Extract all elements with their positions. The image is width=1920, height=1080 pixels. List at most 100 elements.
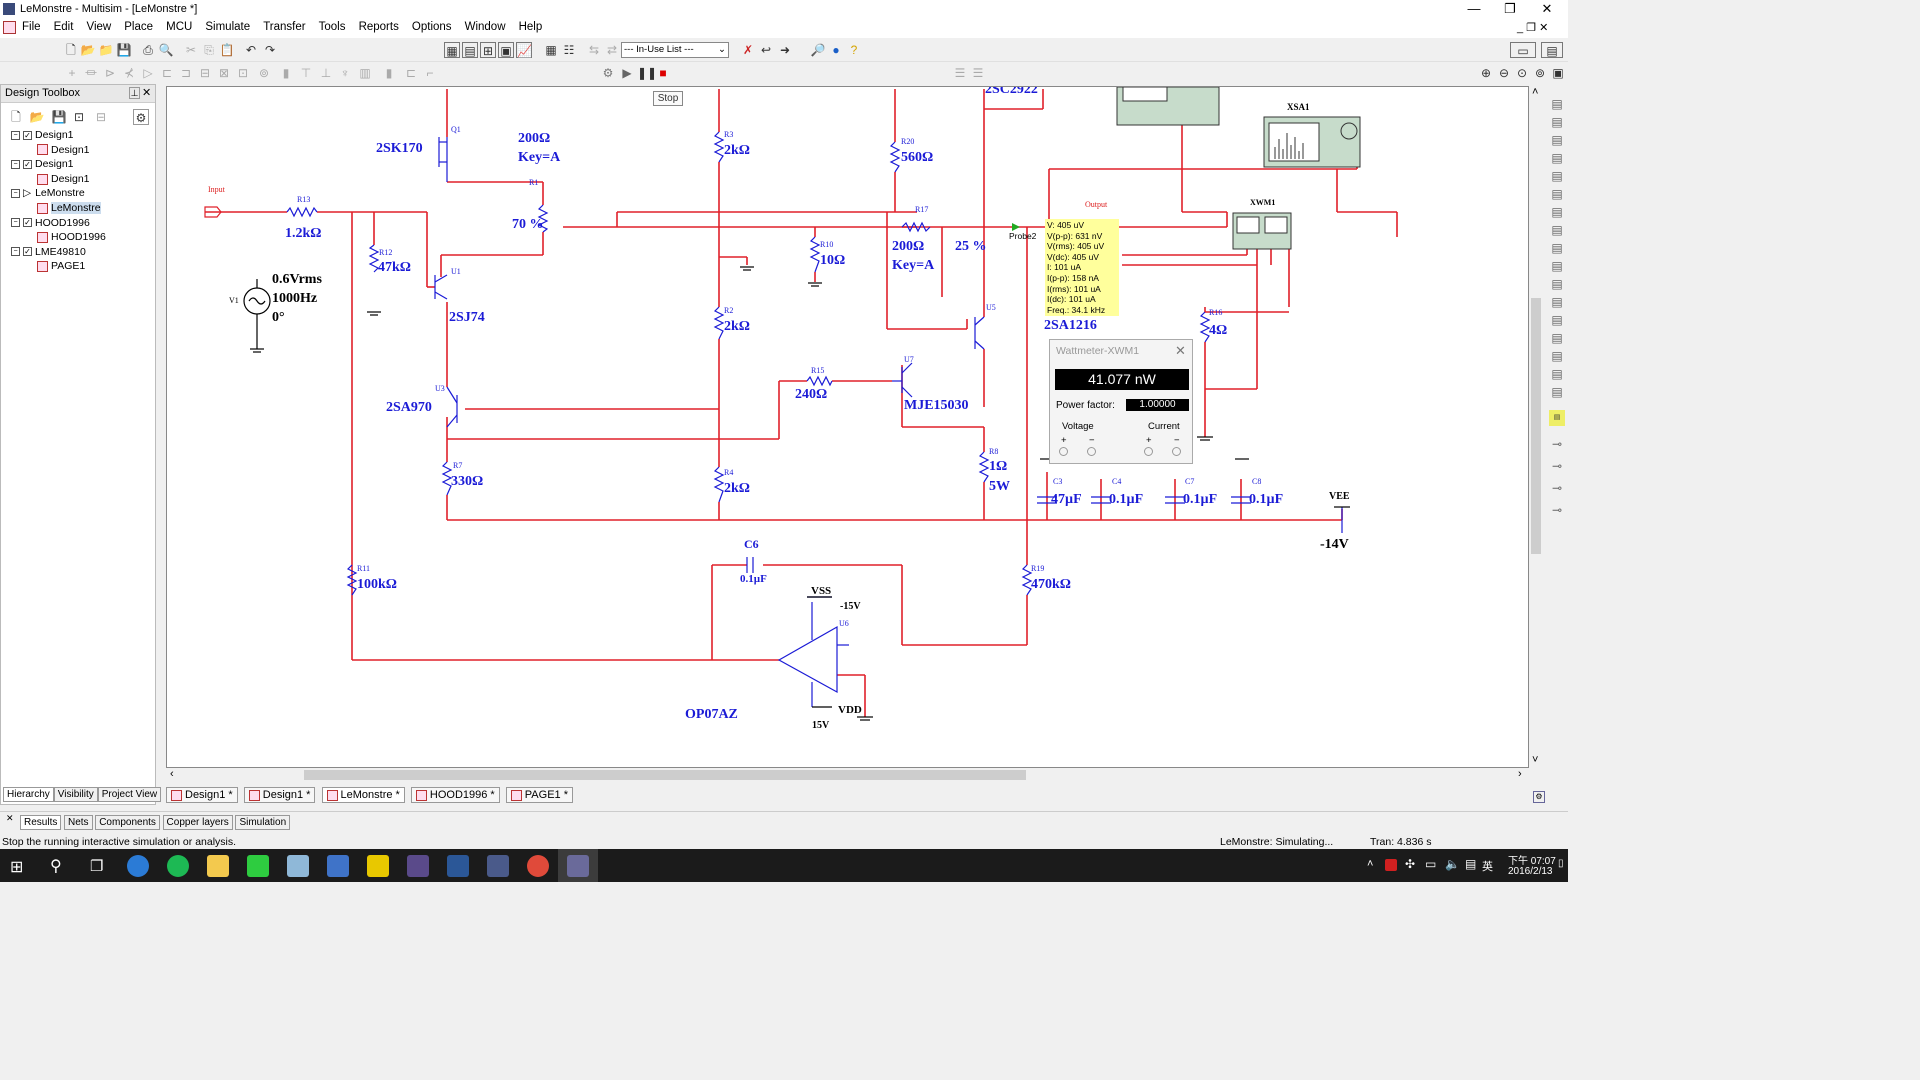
tree-item-design1-page[interactable]: Design1 [11, 144, 151, 159]
postprocessor-icon[interactable]: ▦ [545, 43, 557, 57]
task-view-icon[interactable]: ❐ [90, 858, 104, 875]
back-annotate-icon[interactable]: ⇆ [588, 43, 600, 57]
horizontal-scroll-thumb[interactable] [304, 770, 1026, 780]
open-icon[interactable]: 📂 [80, 43, 96, 57]
document-icon[interactable] [3, 21, 16, 34]
scroll-right-icon[interactable]: › [1518, 768, 1522, 780]
voltage-minus-terminal[interactable] [1087, 447, 1096, 456]
line-icon[interactable] [247, 855, 269, 877]
basic-icon[interactable]: ⏛ [84, 66, 97, 80]
zoom-sheet-icon[interactable]: ⊚ [1534, 66, 1546, 80]
open-design-icon[interactable]: 📂 [29, 110, 45, 124]
wattmeter-icon[interactable]: ▤ [1551, 133, 1563, 147]
tree-item-design1b-page[interactable]: Design1 [11, 173, 151, 188]
transistor-icon[interactable]: ⊀ [123, 66, 135, 80]
tree-item-lemonstre[interactable]: −▷LeMonstre [11, 187, 151, 202]
find-icon[interactable]: 🔎 [810, 43, 826, 57]
tab-components[interactable]: Components [95, 815, 160, 830]
simulate-settings-icon[interactable]: ⚙ [602, 66, 614, 80]
stop-icon[interactable]: ■ [659, 66, 667, 80]
help-icon[interactable]: ? [850, 43, 858, 57]
sheet-settings-icon[interactable]: ⚙ [1533, 791, 1545, 803]
current-probe-icon[interactable]: ⊸ [1551, 503, 1563, 517]
agilent-generator-icon[interactable]: ▤ [1551, 349, 1563, 363]
tree-item-design1b[interactable]: −✓Design1 [11, 158, 151, 173]
analog-icon[interactable]: ▷ [143, 66, 153, 80]
sheet-tab-design1b[interactable]: Design1 * [243, 787, 316, 803]
zoom-out-icon[interactable]: ⊖ [1498, 66, 1510, 80]
close-icon[interactable]: ✕ [142, 87, 152, 99]
save-icon[interactable]: 💾 [116, 43, 132, 57]
redo-icon[interactable]: ↷ [264, 43, 276, 57]
copy-icon[interactable]: ⎘ [204, 43, 214, 57]
pin-icon[interactable]: ⊥ [129, 87, 140, 99]
ultiboard-icon[interactable] [487, 855, 509, 877]
menu-mcu[interactable]: MCU [166, 21, 193, 33]
spectrum-analyzer-icon[interactable]: ▤ [1551, 313, 1563, 327]
show-breadboard-icon[interactable]: ▭ [1510, 42, 1536, 58]
network-analyzer-icon[interactable]: ▤ [1551, 331, 1563, 345]
erc-icon[interactable]: ☷ [563, 43, 575, 57]
grid-icon[interactable]: ▦ [444, 42, 460, 58]
ime-indicator[interactable]: 英 [1482, 861, 1493, 873]
multisim-alt-icon[interactable] [407, 855, 429, 877]
vertical-scroll-thumb[interactable] [1531, 298, 1541, 554]
volume-icon[interactable]: 🔈 [1445, 857, 1460, 871]
menu-tools[interactable]: Tools [318, 21, 346, 33]
network-icon[interactable]: ▤ [1465, 857, 1477, 871]
print-preview-icon[interactable]: 🔍 [158, 43, 174, 57]
tab-project-view[interactable]: Project View [97, 787, 162, 802]
current-minus-terminal[interactable] [1172, 447, 1181, 456]
pause-icon[interactable]: ❚❚ [637, 66, 658, 80]
close-button[interactable]: ✕ [1541, 1, 1553, 16]
new-page-icon[interactable]: ⊡ [73, 110, 85, 124]
tree-item-hood1996-page[interactable]: HOOD1996 [11, 231, 151, 246]
ni-components-icon[interactable]: ▥ [359, 66, 371, 80]
menu-place[interactable]: Place [124, 21, 154, 33]
sheet-tab-page1[interactable]: PAGE1 * [505, 787, 573, 803]
cut-icon[interactable]: ✂ [185, 43, 197, 57]
print-icon[interactable]: ⎙ [143, 43, 153, 57]
multisim-icon[interactable] [567, 855, 589, 877]
tree-item-design1[interactable]: −✓Design1 [11, 129, 151, 144]
connectors-icon[interactable]: ▮ [385, 66, 393, 80]
grapher-icon[interactable]: 📈 [516, 42, 532, 58]
menu-edit[interactable]: Edit [53, 21, 74, 33]
scroll-left-icon[interactable]: ‹ [170, 768, 174, 780]
undo-icon[interactable]: ↶ [245, 43, 257, 57]
export-icon[interactable]: ➜ [779, 43, 791, 57]
misc-icon[interactable]: ⊤ [300, 66, 312, 80]
cmos-icon[interactable]: ⊐ [180, 66, 192, 80]
qq-icon[interactable] [367, 855, 389, 877]
run-icon[interactable]: ▶ [622, 66, 632, 80]
sheet-tab-design1[interactable]: Design1 * [166, 787, 238, 803]
zoom-in-icon[interactable]: ⊕ [1480, 66, 1492, 80]
new-icon[interactable]: 🗋 [66, 43, 76, 57]
search-icon[interactable]: ⚲ [50, 858, 62, 875]
photo-viewer-icon[interactable] [327, 855, 349, 877]
show-3d-icon[interactable]: ▤ [1541, 42, 1563, 58]
four-channel-scope-icon[interactable]: ▤ [1551, 169, 1563, 183]
frequency-counter-icon[interactable]: ▤ [1551, 205, 1563, 219]
word-icon[interactable] [447, 855, 469, 877]
probe-settings-icon[interactable]: ☰ [954, 66, 966, 80]
file-explorer-icon[interactable] [207, 855, 229, 877]
logic-converter-icon[interactable]: ▤ [1551, 241, 1563, 255]
forward-annotate-icon[interactable]: ⇄ [606, 43, 618, 57]
diode-icon[interactable]: ⊳ [104, 66, 116, 80]
bus-icon[interactable]: ⌐ [426, 66, 434, 80]
tab-results[interactable]: Results [20, 815, 62, 830]
vertical-scrollbar[interactable]: ˄ ˅ [1529, 86, 1543, 768]
save-design-icon[interactable]: 💾 [51, 110, 67, 124]
tree-item-hood1996[interactable]: −✓HOOD1996 [11, 217, 151, 232]
education-icon[interactable]: ● [832, 43, 840, 57]
tab-simulation[interactable]: Simulation [235, 815, 291, 830]
current-plus-terminal[interactable] [1144, 447, 1153, 456]
probe-list-icon[interactable]: ☰ [972, 66, 984, 80]
display-icon[interactable]: ▭ [1425, 857, 1437, 871]
distortion-analyzer-icon[interactable]: ▤ [1551, 295, 1563, 309]
menu-window[interactable]: Window [464, 21, 506, 33]
sheet-tab-hood1996[interactable]: HOOD1996 * [410, 787, 500, 803]
measurement-probe-icon[interactable]: ⊸ [1551, 437, 1563, 451]
component-wizard-icon[interactable]: ▣ [498, 42, 514, 58]
